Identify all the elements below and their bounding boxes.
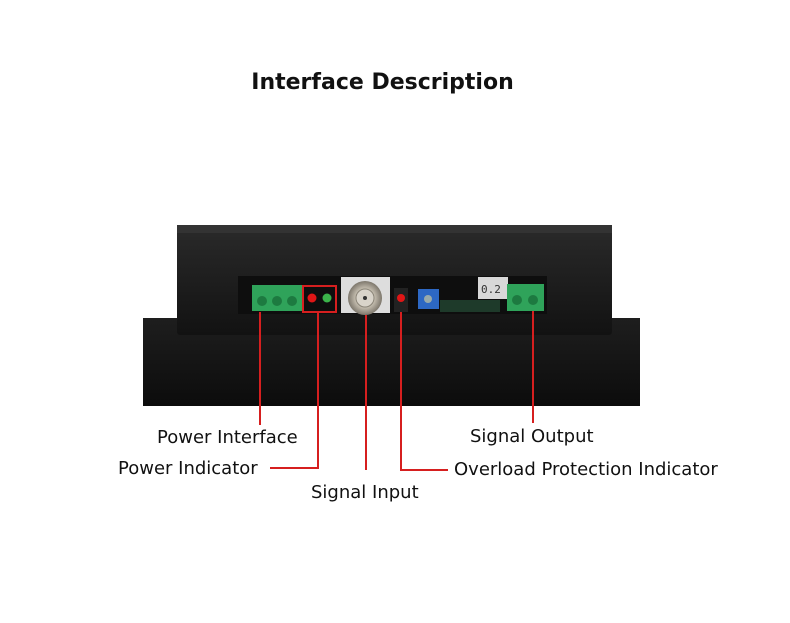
label-power-indicator: Power Indicator bbox=[118, 458, 258, 479]
potentiometer-knob bbox=[424, 295, 432, 303]
leader-power-indicator bbox=[270, 312, 319, 469]
housing-top-edge bbox=[177, 225, 612, 233]
power-led-red bbox=[307, 293, 317, 303]
label-power-interface: Power Interface bbox=[157, 427, 298, 448]
display-readout: 0.2 bbox=[481, 283, 501, 296]
overload-led bbox=[397, 294, 405, 302]
power-terminal bbox=[252, 285, 302, 311]
power-indicator-box bbox=[302, 285, 337, 313]
power-led-green bbox=[322, 293, 332, 303]
label-signal-output: Signal Output bbox=[470, 426, 594, 447]
label-signal-input: Signal Input bbox=[311, 482, 419, 503]
label-overload-indicator: Overload Protection Indicator bbox=[454, 459, 718, 480]
display-screen bbox=[478, 277, 508, 299]
bnc-center-pin bbox=[363, 296, 367, 300]
output-terminal bbox=[507, 284, 544, 311]
leader-overload bbox=[400, 312, 448, 471]
diagram-title: Interface Description bbox=[251, 70, 514, 95]
leader-lines bbox=[259, 311, 534, 471]
circuit-board bbox=[440, 300, 500, 312]
